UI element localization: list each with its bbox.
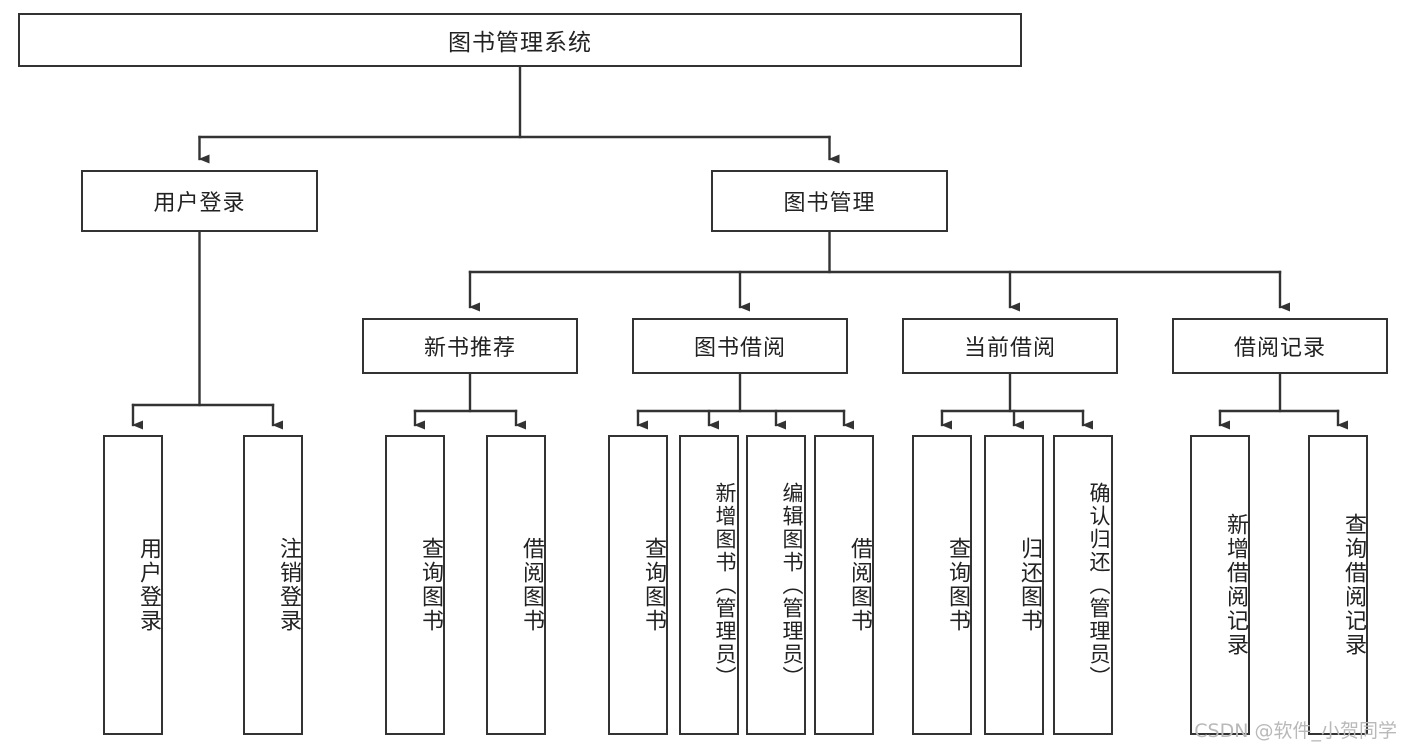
node-leaf-user-login[interactable]: 用户登录 <box>103 435 163 735</box>
node-leaf-add-book-admin-label: 新增图书（管理员） <box>713 481 737 689</box>
node-leaf-borrow-book-recommend[interactable]: 借阅图书 <box>486 435 546 735</box>
node-leaf-confirm-return-admin-label: 确认归还（管理员） <box>1087 481 1111 689</box>
node-root[interactable]: 图书管理系统 <box>18 13 1022 67</box>
node-leaf-borrow-book-label: 借阅图书 <box>847 537 872 633</box>
node-leaf-query-book-current[interactable]: 查询图书 <box>912 435 972 735</box>
node-leaf-edit-book-admin-label: 编辑图书（管理员） <box>780 481 804 689</box>
node-book-manage[interactable]: 图书管理 <box>711 170 948 232</box>
node-leaf-borrow-book[interactable]: 借阅图书 <box>814 435 874 735</box>
node-leaf-query-book-borrow-label: 查询图书 <box>641 537 666 633</box>
watermark-text: CSDN @软件_小贺同学 <box>1194 720 1397 742</box>
node-leaf-add-book-admin[interactable]: 新增图书（管理员） <box>679 435 739 735</box>
node-user-login-label: 用户登录 <box>153 191 246 216</box>
node-user-login[interactable]: 用户登录 <box>81 170 318 232</box>
node-leaf-add-borrow-record-label: 新增借阅记录 <box>1223 513 1248 657</box>
node-current-borrow[interactable]: 当前借阅 <box>902 318 1118 374</box>
node-leaf-borrow-book-recommend-label: 借阅图书 <box>519 537 544 633</box>
node-root-label: 图书管理系统 <box>448 30 592 56</box>
node-leaf-query-book-borrow[interactable]: 查询图书 <box>608 435 668 735</box>
node-leaf-query-borrow-record-label: 查询借阅记录 <box>1341 513 1366 657</box>
node-leaf-add-borrow-record[interactable]: 新增借阅记录 <box>1190 435 1250 735</box>
node-leaf-query-book-recommend-label: 查询图书 <box>418 537 443 633</box>
node-leaf-query-book-current-label: 查询图书 <box>945 537 970 633</box>
node-new-book-recommend-label: 新书推荐 <box>423 336 516 361</box>
node-borrow-record-label: 借阅记录 <box>1233 336 1326 361</box>
node-leaf-logout-login[interactable]: 注销登录 <box>243 435 303 735</box>
node-leaf-query-book-recommend[interactable]: 查询图书 <box>385 435 445 735</box>
node-new-book-recommend[interactable]: 新书推荐 <box>362 318 578 374</box>
node-book-manage-label: 图书管理 <box>783 191 876 216</box>
node-book-borrow[interactable]: 图书借阅 <box>632 318 848 374</box>
node-leaf-return-book[interactable]: 归还图书 <box>984 435 1044 735</box>
node-current-borrow-label: 当前借阅 <box>963 336 1056 361</box>
node-leaf-edit-book-admin[interactable]: 编辑图书（管理员） <box>746 435 806 735</box>
node-book-borrow-label: 图书借阅 <box>693 336 786 361</box>
node-leaf-confirm-return-admin[interactable]: 确认归还（管理员） <box>1053 435 1113 735</box>
node-leaf-return-book-label: 归还图书 <box>1017 537 1042 633</box>
node-leaf-query-borrow-record[interactable]: 查询借阅记录 <box>1308 435 1368 735</box>
node-leaf-logout-login-label: 注销登录 <box>276 537 301 633</box>
node-borrow-record[interactable]: 借阅记录 <box>1172 318 1388 374</box>
node-leaf-user-login-label: 用户登录 <box>136 537 161 633</box>
